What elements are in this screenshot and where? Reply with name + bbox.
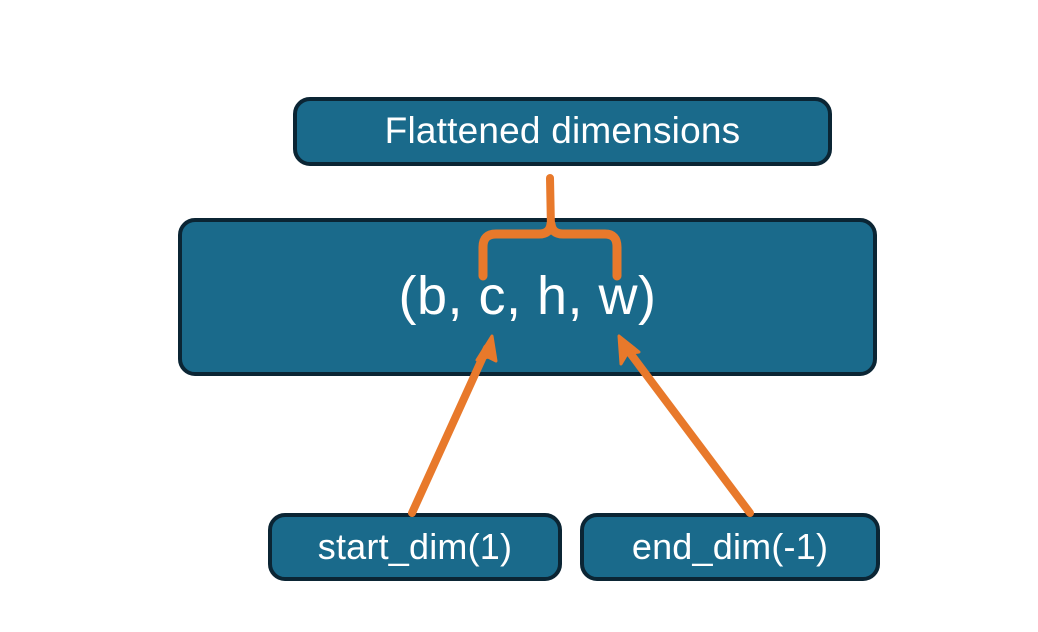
tensor-shape-label: (b, c, h, w) (398, 266, 657, 327)
flattened-dimensions-label: Flattened dimensions (384, 110, 741, 152)
start-dim-label: start_dim(1) (317, 526, 513, 568)
end-dim-box: end_dim(-1) (580, 513, 880, 581)
tensor-shape-box: (b, c, h, w) (178, 218, 877, 376)
start-dim-box: start_dim(1) (268, 513, 562, 581)
flattened-dimensions-box: Flattened dimensions (293, 97, 832, 166)
end-dim-label: end_dim(-1) (631, 526, 829, 568)
